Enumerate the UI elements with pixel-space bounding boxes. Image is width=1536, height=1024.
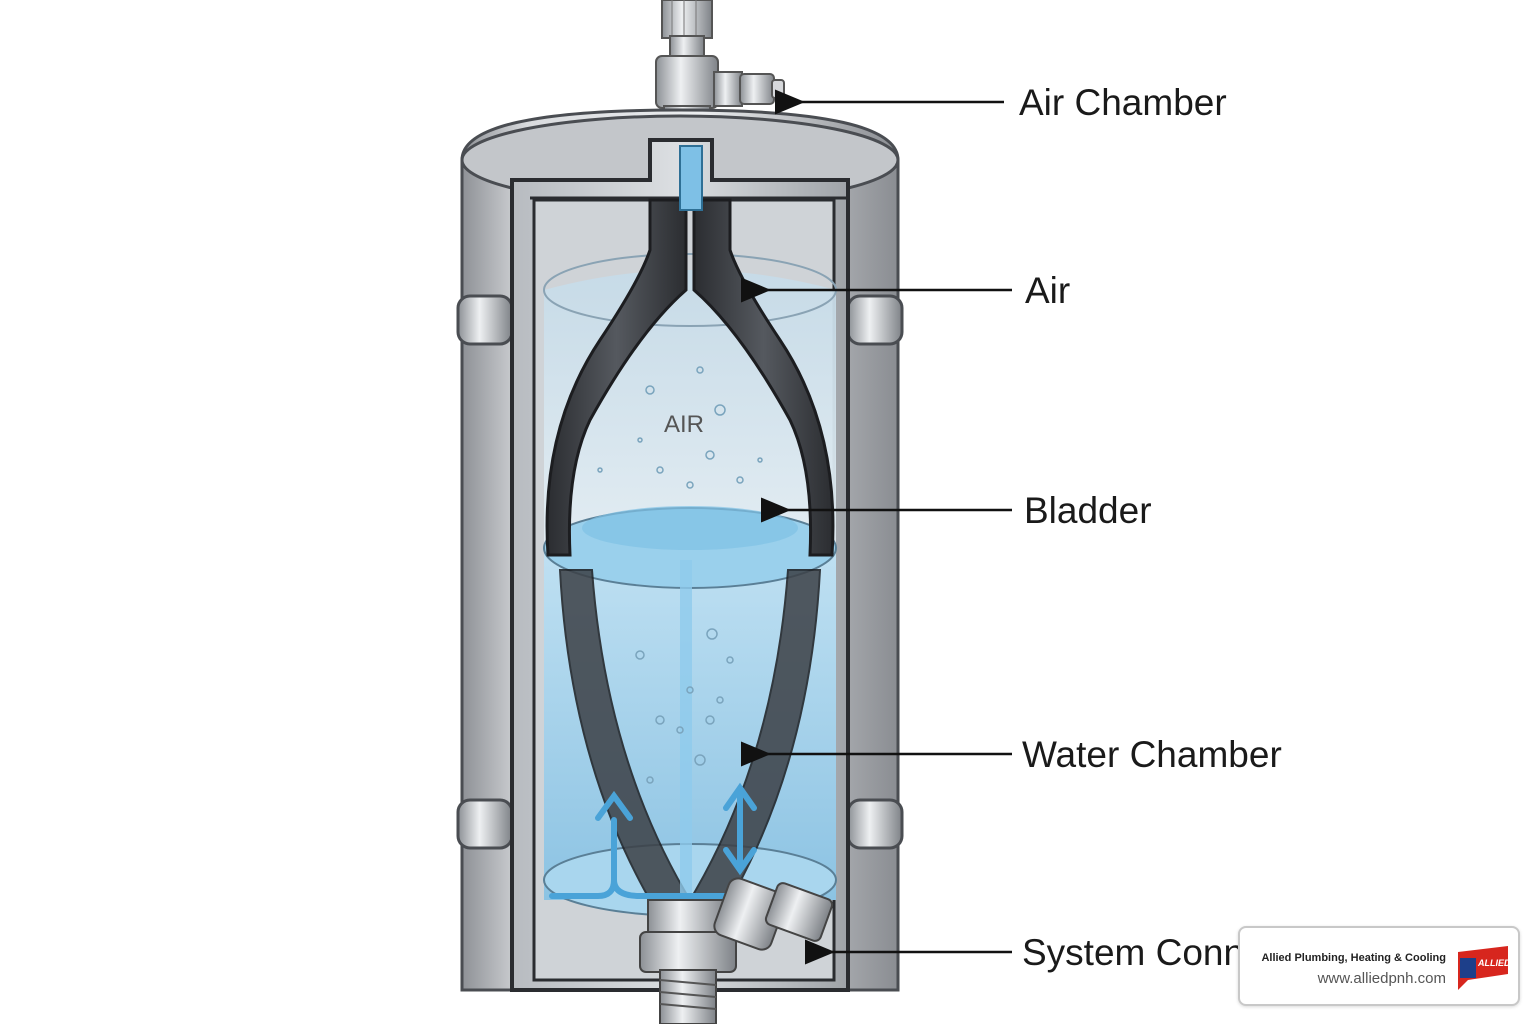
allied-logo-text: ALLIED: [1477, 958, 1510, 968]
bubble: [656, 466, 664, 474]
allied-logo-icon: ALLIED: [1458, 946, 1510, 990]
bubble: [646, 776, 654, 784]
bubble: [714, 404, 726, 416]
watermark-company: Allied Plumbing, Heating & Cooling: [1261, 952, 1446, 964]
bubble: [655, 715, 665, 725]
bubble: [645, 385, 655, 395]
label-bladder: Bladder: [1024, 490, 1152, 531]
bubble: [716, 696, 724, 704]
bubble: [637, 437, 643, 443]
air-inner-text: AIR: [664, 411, 704, 438]
callout-lines: [741, 89, 1012, 965]
flow-arrow-icon: [549, 782, 757, 899]
bubble: [676, 726, 684, 734]
watermark-url: www.alliedpnh.com: [1317, 970, 1446, 987]
bubble: [736, 476, 744, 484]
bubble: [726, 656, 734, 664]
bubble: [696, 366, 704, 374]
bubble: [686, 481, 694, 489]
label-water-chamber: Water Chamber: [1022, 734, 1282, 775]
bubble: [597, 467, 603, 473]
bubble: [705, 715, 715, 725]
bubble: [706, 628, 718, 640]
center-tube: [679, 145, 703, 900]
bubbles: [597, 366, 763, 784]
bubble: [635, 650, 645, 660]
label-air-chamber: Air Chamber: [1019, 82, 1227, 123]
bubble: [694, 754, 706, 766]
watermark-card: Allied Plumbing, Heating & Cooling www.a…: [1238, 926, 1520, 1006]
valve-icon: [713, 877, 834, 951]
top-valve: [655, 0, 785, 127]
bladder: [545, 198, 835, 901]
bubble: [686, 686, 694, 694]
label-air: Air: [1025, 270, 1071, 311]
bubble: [757, 457, 763, 463]
bubble: [705, 450, 715, 460]
bottom-fitting: [639, 899, 737, 1024]
label-system-connection: System Conn: [1022, 932, 1245, 973]
